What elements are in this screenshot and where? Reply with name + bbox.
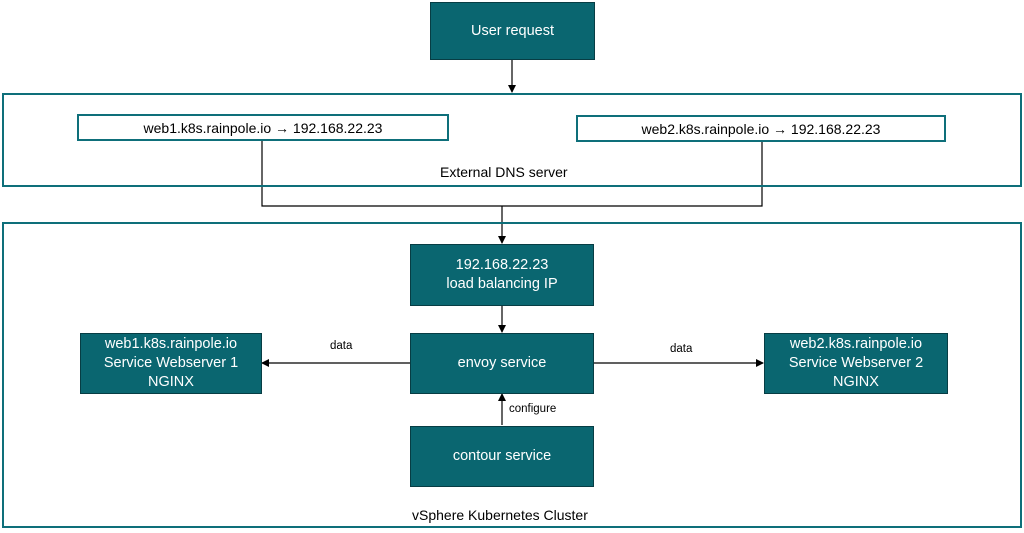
web2-service-node: web2.k8s.rainpole.io Service Webserver 2… xyxy=(764,333,948,394)
contour-label: contour service xyxy=(452,448,552,464)
data-label-left: data xyxy=(330,340,353,352)
envoy-service-node: envoy service xyxy=(410,333,594,394)
user-request-label: User request xyxy=(470,22,554,39)
web2-line-2: Service Webserver 2 xyxy=(788,355,924,371)
data-label-right: data xyxy=(670,343,693,355)
lb-ip-line-2: load balancing IP xyxy=(446,276,558,292)
web1-line-1: web1.k8s.rainpole.io xyxy=(104,336,238,352)
dns-server-label: External DNS server xyxy=(440,164,568,180)
web1-service-node: web1.k8s.rainpole.io Service Webserver 1… xyxy=(80,333,262,394)
web2-line-3: NGINX xyxy=(833,374,879,390)
user-request-node: User request xyxy=(430,2,595,60)
dns-entry-web2-text: web2.k8s.rainpole.io → 192.168.22.23 xyxy=(641,120,881,137)
dns-entry-web2: web2.k8s.rainpole.io → 192.168.22.23 xyxy=(576,115,946,142)
configure-label: configure xyxy=(509,403,557,415)
cluster-label: vSphere Kubernetes Cluster xyxy=(412,507,588,523)
envoy-label: envoy service xyxy=(457,355,547,371)
web2-line-1: web2.k8s.rainpole.io xyxy=(789,336,923,352)
dns-entry-web1-text: web1.k8s.rainpole.io → 192.168.22.23 xyxy=(143,119,383,136)
load-balancing-ip-node: 192.168.22.23 load balancing IP xyxy=(410,244,594,306)
dns-entry-web1: web1.k8s.rainpole.io → 192.168.22.23 xyxy=(77,114,449,141)
web1-line-3: NGINX xyxy=(148,374,194,390)
external-dns-server xyxy=(2,93,1022,187)
contour-service-node: contour service xyxy=(410,426,594,487)
vsphere-kubernetes-cluster xyxy=(2,222,1022,528)
web1-line-2: Service Webserver 1 xyxy=(103,355,239,371)
lb-ip-line-1: 192.168.22.23 xyxy=(455,257,549,273)
